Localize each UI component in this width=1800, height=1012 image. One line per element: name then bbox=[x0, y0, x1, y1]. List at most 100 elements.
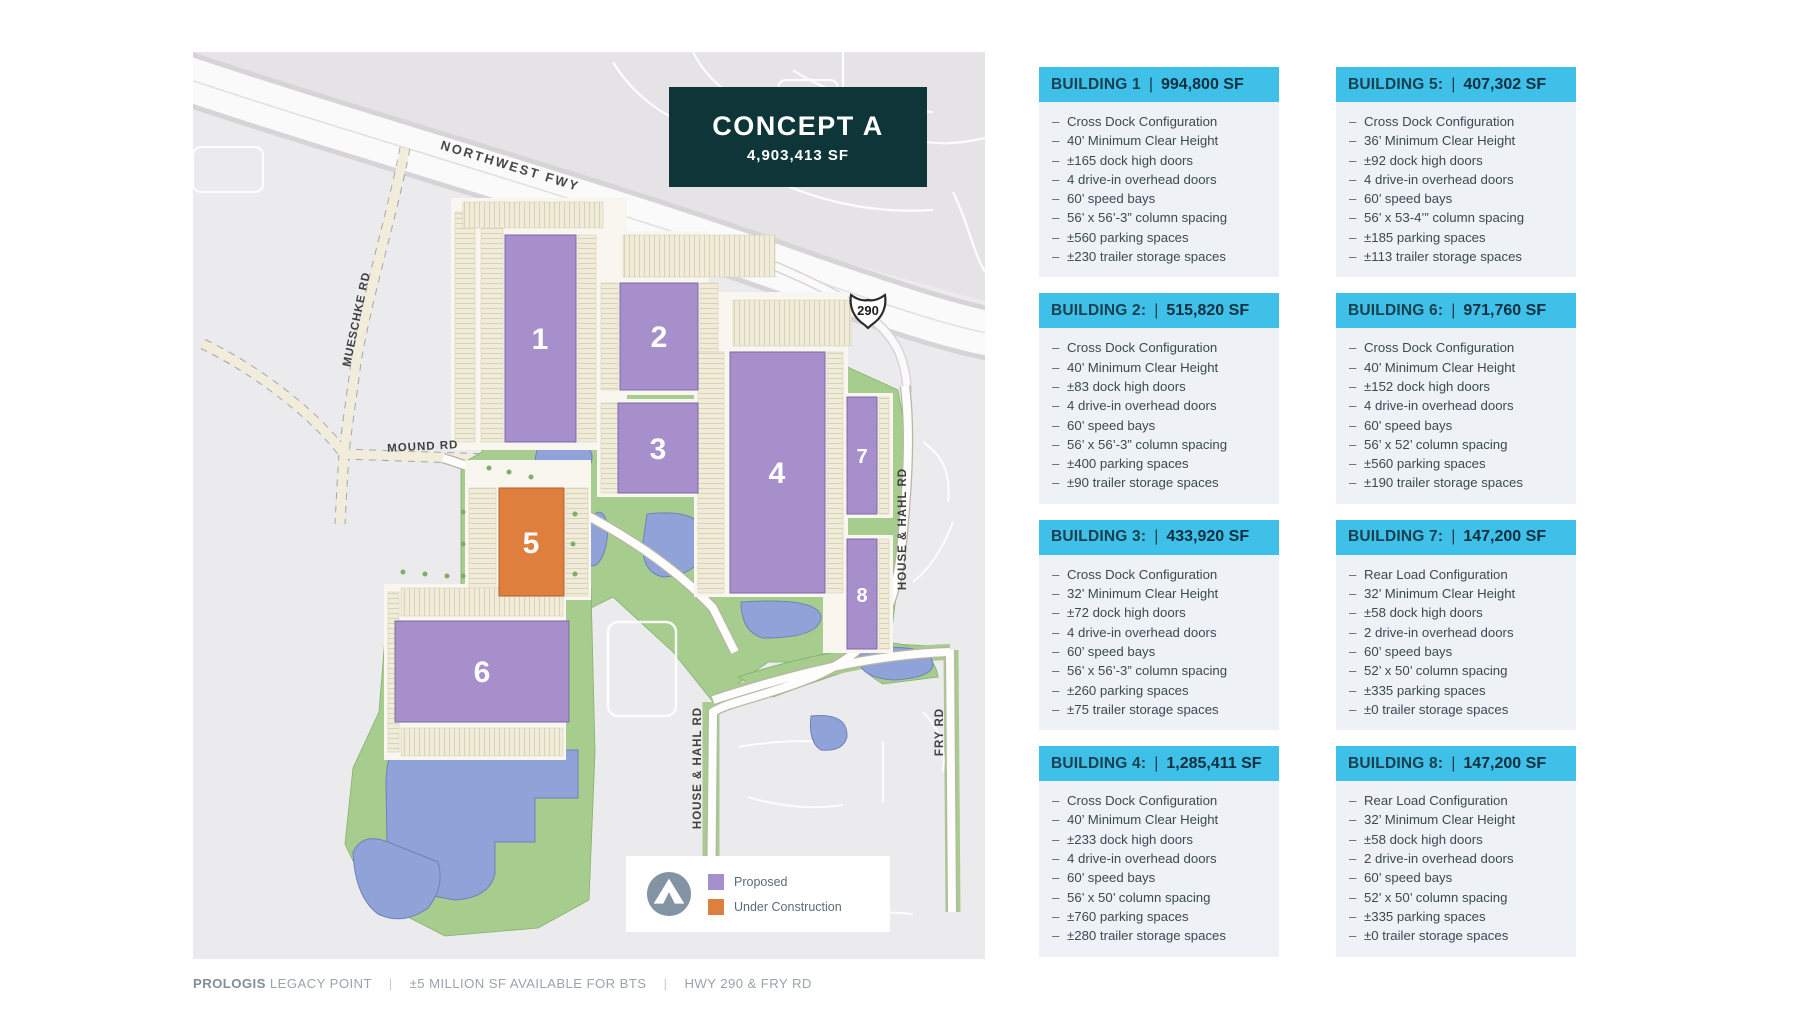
concept-title-box: CONCEPT A 4,903,413 SF bbox=[669, 87, 927, 187]
spec-item: –±58 dock high doors bbox=[1349, 831, 1483, 847]
footer-divider: | bbox=[663, 976, 668, 991]
building-card-sf: 994,800 SF bbox=[1161, 75, 1244, 93]
spec-item: –56’ x 56’-3” column spacing bbox=[1052, 436, 1228, 452]
building-card-body: –Cross Dock Configuration–40’ Minimum Cl… bbox=[1039, 781, 1279, 957]
spec-item: –32’ Minimum Clear Height bbox=[1052, 586, 1219, 602]
building-5 bbox=[498, 487, 565, 597]
house-hahl-rd-south-label: HOUSE & HAHL RD bbox=[692, 707, 704, 829]
building-card-title: BUILDING 8: bbox=[1348, 754, 1444, 772]
building-card-title: BUILDING 2: bbox=[1051, 301, 1147, 319]
availability-text: ±5 MILLION SF AVAILABLE FOR BTS bbox=[409, 976, 647, 991]
spec-item: –±0 trailer storage spaces bbox=[1349, 701, 1509, 717]
spec-item: –60’ speed bays bbox=[1052, 417, 1156, 433]
spec-item: –±190 trailer storage spaces bbox=[1349, 475, 1523, 491]
under-construction-swatch bbox=[708, 898, 724, 915]
header-divider: | bbox=[1451, 75, 1456, 93]
us-290-shield-icon: 290 bbox=[849, 293, 887, 330]
building-card-title: BUILDING 5: bbox=[1348, 75, 1444, 93]
building-card-title: BUILDING 3: bbox=[1051, 528, 1147, 546]
fry-rd-label: FRY RD bbox=[934, 708, 946, 756]
page-footer: PROLOGIS LEGACY POINT | ±5 MILLION SF AV… bbox=[193, 976, 812, 991]
building-2 bbox=[619, 282, 699, 391]
spec-item: –±113 trailer storage spaces bbox=[1349, 249, 1522, 265]
spec-list: –Rear Load Configuration–32’ Minimum Cle… bbox=[1349, 791, 1568, 945]
building-card: BUILDING 3: | 433,920 SF –Cross Dock Con… bbox=[1039, 519, 1279, 731]
legend-items: Proposed Under Construction bbox=[708, 873, 842, 915]
trees bbox=[400, 465, 578, 579]
spec-item: –4 drive-in overhead doors bbox=[1052, 398, 1217, 414]
map-legend: Proposed Under Construction bbox=[626, 856, 890, 932]
building-5-number: 5 bbox=[523, 527, 540, 560]
spec-item: –±75 trailer storage spaces bbox=[1052, 701, 1219, 717]
building-card-title: BUILDING 1 bbox=[1051, 75, 1141, 93]
spec-item: –4 drive-in overhead doors bbox=[1052, 171, 1217, 187]
building-4-number: 4 bbox=[769, 457, 786, 490]
spec-item: –±83 dock high doors bbox=[1052, 378, 1186, 394]
spec-item: –±760 parking spaces bbox=[1052, 908, 1189, 924]
house-hahl-rd-east-label: HOUSE & HAHL RD bbox=[897, 468, 909, 590]
building-card-sf: 147,200 SF bbox=[1463, 528, 1547, 546]
parking-lots bbox=[387, 201, 890, 757]
spec-item: –40’ Minimum Clear Height bbox=[1349, 359, 1516, 375]
building-cards-grid: BUILDING 1 | 994,800 SF –Cross Dock Conf… bbox=[1039, 67, 1576, 957]
building-card-title: BUILDING 6: bbox=[1348, 301, 1444, 319]
proposed-swatch bbox=[708, 873, 724, 890]
building-card-sf: 407,302 SF bbox=[1463, 75, 1547, 93]
header-divider: | bbox=[1154, 301, 1159, 319]
spec-item: –±260 parking spaces bbox=[1052, 682, 1189, 698]
building-7 bbox=[846, 396, 878, 515]
spec-item: –52’ x 50’ column spacing bbox=[1349, 889, 1508, 905]
legend-item-proposed: Proposed bbox=[708, 873, 842, 890]
spec-item: –±152 dock high doors bbox=[1349, 378, 1491, 394]
building-card: BUILDING 1 | 994,800 SF –Cross Dock Conf… bbox=[1039, 67, 1279, 278]
spec-item: –±400 parking spaces bbox=[1052, 456, 1189, 472]
building-6-number: 6 bbox=[474, 656, 491, 689]
spec-item: –±335 parking spaces bbox=[1349, 908, 1486, 924]
spec-item: –60’ speed bays bbox=[1349, 643, 1453, 659]
header-divider: | bbox=[1154, 528, 1159, 546]
spec-item: –52’ x 50’ column spacing bbox=[1349, 663, 1508, 679]
building-card-header: BUILDING 5: | 407,302 SF bbox=[1336, 67, 1576, 102]
building-card-body: –Cross Dock Configuration–40’ Minimum Cl… bbox=[1039, 328, 1279, 504]
brand-name: PROLOGIS bbox=[193, 976, 266, 991]
spec-list: –Cross Dock Configuration–40’ Minimum Cl… bbox=[1052, 338, 1271, 492]
building-2-number: 2 bbox=[651, 321, 668, 354]
spec-item: –±72 dock high doors bbox=[1052, 605, 1186, 621]
building-card: BUILDING 4: | 1,285,411 SF –Cross Dock C… bbox=[1039, 746, 1279, 957]
north-arrow-icon bbox=[646, 871, 692, 917]
building-card-header: BUILDING 3: | 433,920 SF bbox=[1039, 519, 1279, 555]
building-card-body: –Cross Dock Configuration –36’ Minimum Cl… bbox=[1336, 102, 1576, 278]
header-divider: | bbox=[1148, 75, 1153, 93]
spec-list: –Cross Dock Configuration –36’ Minimum Cl… bbox=[1349, 112, 1568, 266]
spec-item: –±92 dock high doors bbox=[1349, 152, 1483, 168]
building-card-header: BUILDING 4: | 1,285,411 SF bbox=[1039, 746, 1279, 782]
building-3 bbox=[617, 402, 699, 494]
spec-item: –4 drive-in overhead doors bbox=[1349, 171, 1514, 187]
spec-item: –40’ Minimum Clear Height bbox=[1052, 133, 1219, 149]
building-8 bbox=[846, 538, 878, 650]
header-divider: | bbox=[1451, 754, 1456, 772]
spec-item: –Cross Dock Configuration bbox=[1349, 114, 1515, 129]
spec-item: –±185 parking spaces bbox=[1349, 229, 1486, 245]
spec-item: –56’ x 52’ column spacing bbox=[1349, 436, 1508, 452]
building-card-header: BUILDING 2: | 515,820 SF bbox=[1039, 293, 1279, 329]
header-divider: | bbox=[1154, 754, 1159, 772]
spec-item: –Rear Load Configuration bbox=[1349, 793, 1508, 809]
spec-item: –32’ Minimum Clear Height bbox=[1349, 586, 1516, 602]
spec-list: –Cross Dock Configuration–32’ Minimum Cl… bbox=[1052, 565, 1271, 719]
legend-label: Proposed bbox=[734, 874, 788, 889]
building-card: BUILDING 5: | 407,302 SF –Cross Dock Con… bbox=[1336, 67, 1576, 278]
spec-list: –Cross Dock Configuration–40’ Minimum Cl… bbox=[1052, 791, 1271, 945]
spec-item: –60’ speed bays bbox=[1349, 870, 1453, 886]
building-7-number: 7 bbox=[856, 446, 867, 468]
building-card-header: BUILDING 8: | 147,200 SF bbox=[1336, 746, 1576, 782]
building-6 bbox=[394, 620, 570, 723]
highway-shield-number: 290 bbox=[857, 303, 879, 318]
spec-item: –60’ speed bays bbox=[1052, 870, 1156, 886]
building-8-number: 8 bbox=[856, 585, 867, 607]
building-card-sf: 515,820 SF bbox=[1166, 301, 1250, 319]
spec-item: –36’ Minimum Clear Height bbox=[1349, 133, 1516, 149]
building-card: BUILDING 6: | 971,760 SF –Cross Dock Con… bbox=[1336, 293, 1576, 504]
building-card-header: BUILDING 1 | 994,800 SF bbox=[1039, 67, 1279, 102]
building-1-number: 1 bbox=[532, 323, 549, 356]
